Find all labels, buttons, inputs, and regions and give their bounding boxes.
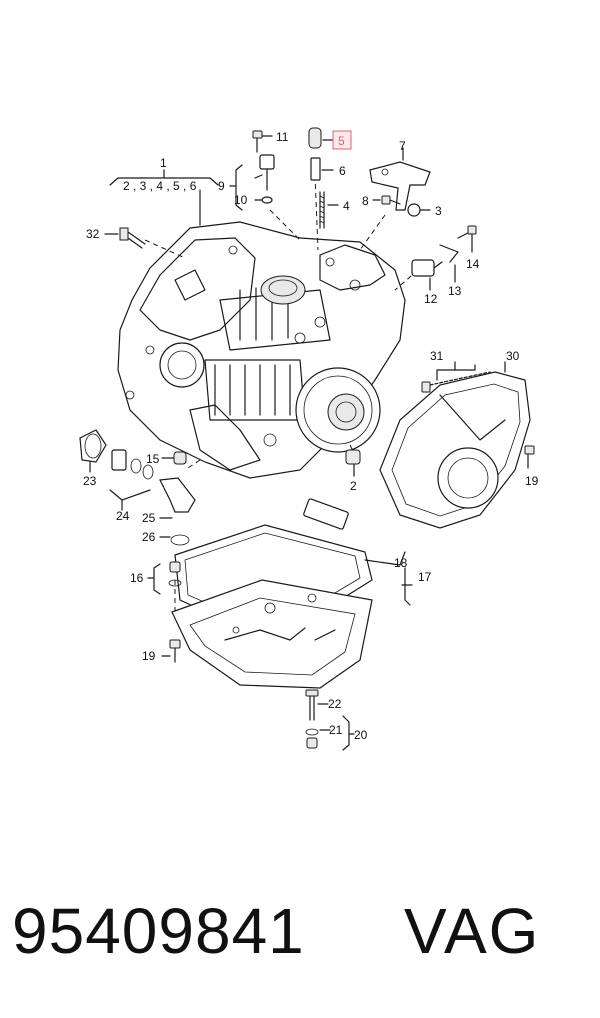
footer: 95409841 VAG [0, 880, 600, 990]
callout-label-18: 18 [394, 556, 408, 570]
part-4-stud: 4 [319, 191, 350, 229]
callout-label-7: 7 [399, 139, 406, 153]
callout-label-2: 2 [350, 479, 357, 493]
callout-label-19-pan: 19 [142, 649, 156, 663]
oil-pan-assembly: 18 17 16 19 [130, 498, 432, 689]
callout-label-22: 22 [328, 697, 342, 711]
part-5-6: 5 6 [308, 127, 352, 181]
callout-label-8: 8 [362, 194, 369, 208]
part-32-bolt: 32 [86, 227, 146, 249]
drain-plug-group: 22 21 20 [305, 689, 368, 751]
callout-label-21: 21 [329, 723, 343, 737]
callout-label-11: 11 [276, 130, 289, 144]
sensor-group-9: 9 11 10 [218, 130, 289, 211]
callout-label-5: 5 [338, 134, 345, 148]
part-number: 95409841 [12, 895, 305, 967]
callout-label-4: 4 [343, 199, 350, 213]
callout-label-1: 1 [160, 156, 167, 170]
callout-label-26: 26 [142, 530, 156, 544]
callout-label-12: 12 [424, 292, 438, 306]
callout-label-19-side: 19 [525, 474, 539, 488]
callout-label-23: 23 [83, 474, 97, 488]
callout-label-15: 15 [146, 452, 160, 466]
callout-label-3: 3 [435, 204, 442, 218]
bracket-7-8-3: 7 8 3 [362, 139, 442, 218]
callout-label-9: 9 [218, 179, 225, 193]
brand-name: VAG [404, 895, 541, 967]
callout-label-1-sub: 2 , 3 , 4 , 5 , 6 [123, 179, 197, 193]
left-small-parts: 15 23 24 25 26 [79, 429, 196, 546]
callout-label-6: 6 [339, 164, 346, 178]
callout-label-14: 14 [466, 257, 480, 271]
part-2-plug: 2 [345, 449, 361, 493]
callout-label-20: 20 [354, 728, 368, 742]
side-cover-30: 31 30 19 [379, 349, 539, 529]
callout-label-24: 24 [116, 509, 130, 523]
callout-label-16: 16 [130, 571, 144, 585]
transmission-housing [117, 221, 406, 479]
callout-label-31: 31 [430, 349, 444, 363]
callout-label-13: 13 [448, 284, 462, 298]
callout-label-17: 17 [418, 570, 432, 584]
callout-label-30: 30 [506, 349, 520, 363]
highlighted-callout-box [332, 130, 352, 150]
exploded-parts-diagram: 1 2 , 3 , 4 , 5 , 6 9 11 10 5 6 4 [79, 127, 539, 751]
callout-1: 1 2 , 3 , 4 , 5 , 6 [109, 156, 219, 226]
callout-label-25: 25 [142, 511, 156, 525]
callout-label-32: 32 [86, 227, 100, 241]
callout-label-10: 10 [234, 193, 248, 207]
sensor-group-12: 14 13 12 [411, 225, 480, 306]
